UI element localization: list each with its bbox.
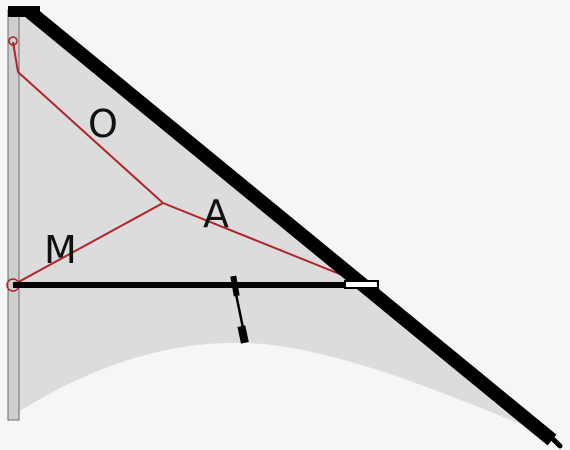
gaff-head (8, 6, 40, 17)
top-rope (12, 41, 164, 204)
top-ring (8, 36, 18, 46)
label-a: A (203, 192, 229, 236)
vang-strut (234, 293, 245, 329)
gaff-end-cap (547, 433, 563, 449)
boom-end-fitting (344, 280, 379, 289)
rigging (12, 41, 353, 286)
rope-m (12, 202, 164, 286)
vang-foot (237, 325, 249, 344)
rope-a (162, 202, 353, 280)
label-o: O (88, 102, 118, 146)
vang-clamp (230, 275, 240, 297)
gaff (25, 6, 557, 446)
label-m: M (44, 228, 77, 272)
